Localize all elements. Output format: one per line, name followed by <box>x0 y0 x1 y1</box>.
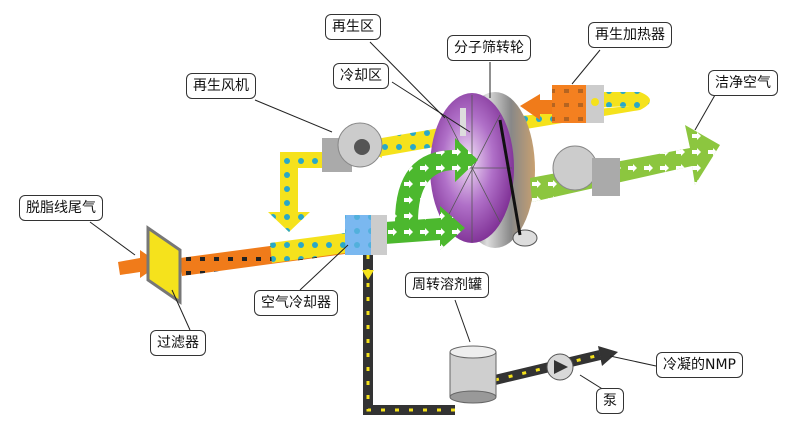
label-regen-zone: 再生区 <box>325 14 381 40</box>
regen-heater <box>552 85 604 123</box>
label-regen-heater: 再生加热器 <box>588 22 672 48</box>
leader-lines <box>89 41 716 391</box>
label-air-cooler: 空气冷却器 <box>254 290 338 316</box>
regen-return-flow <box>268 128 440 232</box>
label-condensed-nmp: 冷凝的NMP <box>656 352 743 378</box>
solvent-tank <box>449 345 497 404</box>
molecular-sieve-wheel <box>430 92 538 248</box>
label-cooling-zone: 冷却区 <box>333 63 389 89</box>
label-sieve-wheel: 分子筛转轮 <box>447 35 531 61</box>
pump <box>546 353 574 381</box>
air-cooler <box>345 215 387 255</box>
label-regen-fan: 再生风机 <box>186 73 256 99</box>
label-filter: 过滤器 <box>150 330 206 356</box>
label-exhaust: 脱脂线尾气 <box>19 195 103 221</box>
process-fan <box>552 145 620 196</box>
label-clean-air: 洁净空气 <box>708 70 778 96</box>
label-pump: 泵 <box>596 388 624 414</box>
label-solvent-tank: 周转溶剂罐 <box>405 272 489 298</box>
regen-fan <box>322 122 383 172</box>
filter <box>146 225 182 305</box>
exhaust-inlet-flow <box>118 233 345 278</box>
